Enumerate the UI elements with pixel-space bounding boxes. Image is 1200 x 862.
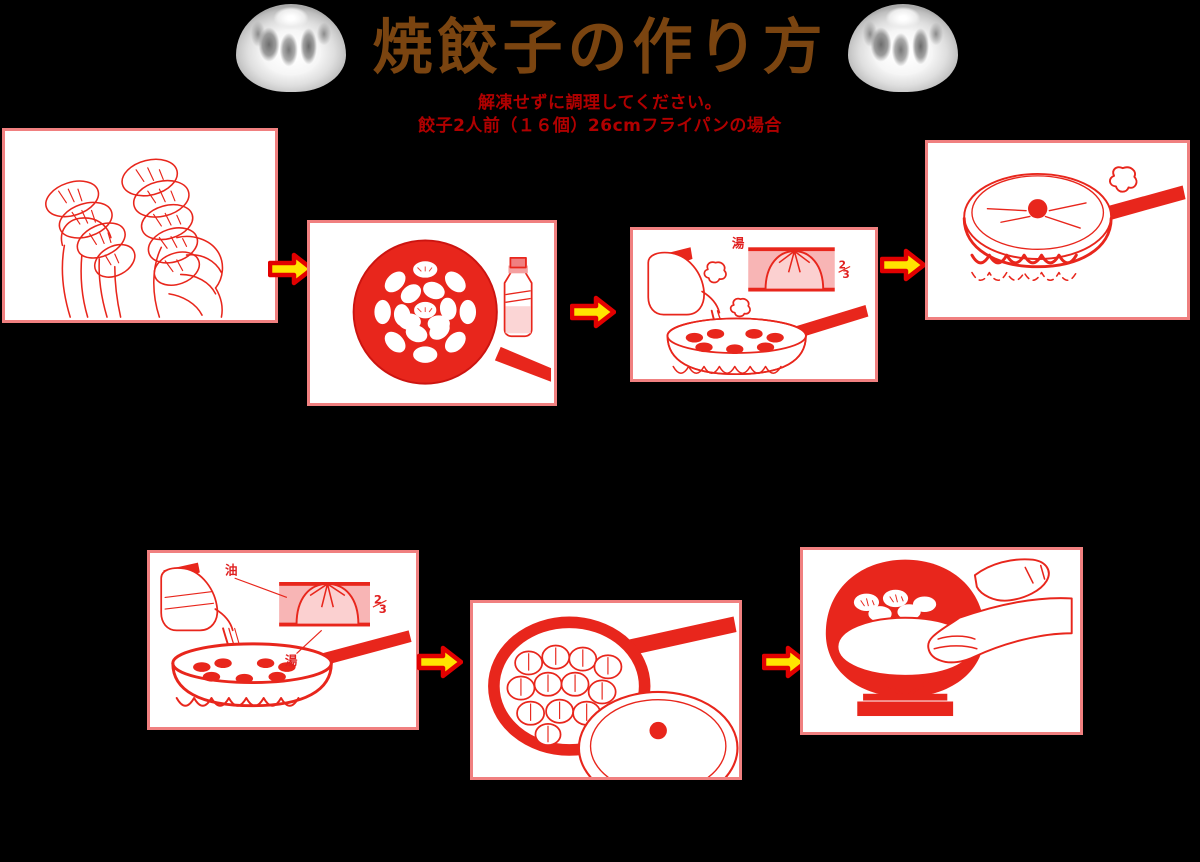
panel-cover-with-lid <box>925 140 1190 320</box>
dumpling-photo-left <box>236 4 346 92</box>
subtitle-block: 解凍せずに調理してください。 餃子2人前（１６個）26cmフライパンの場合 <box>0 92 1200 138</box>
arrow-step6-to-step7 <box>762 645 808 679</box>
dumpling-photo-right <box>848 4 958 92</box>
illustration-lid-on-pan <box>962 166 1186 282</box>
illustration-add-oil: 油 湯 2 3 <box>160 562 412 708</box>
svg-text:3: 3 <box>379 602 387 616</box>
panel-serve-on-plate <box>800 547 1083 735</box>
inset-oil-water-level: 油 湯 2 3 <box>225 562 387 668</box>
inset-fraction-two-thirds: 2 3 <box>372 592 387 616</box>
illustration-serve-plate <box>825 558 1073 717</box>
svg-text:3: 3 <box>842 269 849 281</box>
illustration-lid-removed <box>488 616 739 777</box>
illustration-pour-water: 湯 2 3 <box>647 235 869 376</box>
svg-text:2: 2 <box>839 259 846 271</box>
panel-take-out-dumplings <box>2 128 278 323</box>
panel-pour-hot-water: 湯 2 3 <box>630 227 878 382</box>
subtitle-line-2: 餃子2人前（１６個）26cmフライパンの場合 <box>418 116 782 136</box>
svg-text:2: 2 <box>374 592 382 606</box>
arrow-step3-to-step4 <box>880 248 926 282</box>
panel-add-oil: 油 湯 2 3 <box>147 550 419 730</box>
panel-arrange-in-pan <box>307 220 557 406</box>
illustration-pan-top-view <box>352 239 552 385</box>
panel-remove-lid <box>470 600 742 780</box>
inset-label-water: 湯 <box>732 235 745 250</box>
arrow-right-icon <box>570 295 616 329</box>
arrow-step2-to-step3 <box>570 295 616 329</box>
inset-water-level: 湯 2 3 <box>732 235 851 292</box>
illustration-hands-dumplings <box>45 158 224 318</box>
subtitle-line-1: 解凍せずに調理してください。 <box>478 93 722 113</box>
page-title: 焼餃子の作り方 <box>372 13 828 83</box>
arrow-right-icon <box>417 645 463 679</box>
header: 焼餃子の作り方 解凍せずに調理してください。 餃子2人前（１６個）26cmフライ… <box>0 0 1200 136</box>
inset-fraction-two-thirds: 2 3 <box>838 259 851 281</box>
inset-label-oil: 油 <box>225 562 238 577</box>
arrow-right-icon <box>762 645 808 679</box>
arrow-right-icon <box>268 252 314 286</box>
arrow-step5-to-step6 <box>417 645 463 679</box>
arrow-step1-to-step2 <box>268 252 314 286</box>
arrow-right-icon <box>880 248 926 282</box>
inset-label-water: 湯 <box>285 653 298 668</box>
